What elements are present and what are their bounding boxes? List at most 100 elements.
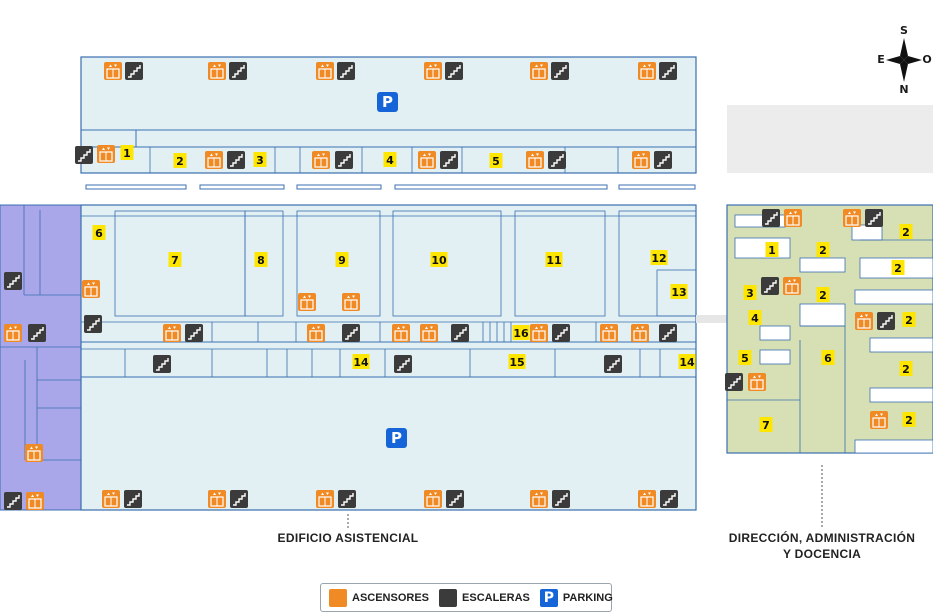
zone-badge-a4[interactable]: 4: [748, 310, 762, 325]
zone-badge-z11[interactable]: 11: [545, 252, 563, 267]
elevator-icon[interactable]: [341, 292, 361, 312]
elevator-icon[interactable]: [599, 323, 619, 343]
elevator-icon[interactable]: [631, 150, 651, 170]
elevator-icon[interactable]: [782, 276, 802, 296]
elevator-icon[interactable]: [423, 61, 443, 81]
stairs-icon[interactable]: [450, 323, 470, 343]
stairs-icon[interactable]: [83, 314, 103, 334]
elevator-icon[interactable]: [423, 489, 443, 509]
stairs-icon[interactable]: [547, 150, 567, 170]
elevator-icon[interactable]: [81, 279, 101, 299]
zone-badge-z2[interactable]: 2: [173, 153, 187, 168]
elevator-icon[interactable]: [637, 489, 657, 509]
stairs-icon[interactable]: [550, 61, 570, 81]
elevator-icon[interactable]: [103, 61, 123, 81]
elevator-icon[interactable]: [630, 323, 650, 343]
elevator-icon[interactable]: [529, 323, 549, 343]
stairs-icon[interactable]: [228, 61, 248, 81]
elevator-icon[interactable]: [419, 323, 439, 343]
elevator-icon[interactable]: [869, 410, 889, 430]
elevator-icon[interactable]: [525, 150, 545, 170]
zone-badge-a2a[interactable]: 2: [816, 242, 830, 257]
parking-sign-top[interactable]: P: [377, 92, 398, 112]
elevator-icon[interactable]: [306, 323, 326, 343]
elevator-icon[interactable]: [24, 443, 44, 463]
elevator-icon[interactable]: [96, 144, 116, 164]
zone-badge-z9[interactable]: 9: [335, 252, 349, 267]
stairs-icon[interactable]: [3, 271, 23, 291]
zone-badge-z14b[interactable]: 14: [678, 354, 696, 369]
stairs-icon[interactable]: [393, 354, 413, 374]
elevator-icon[interactable]: [207, 61, 227, 81]
stairs-icon[interactable]: [444, 61, 464, 81]
zone-badge-z12[interactable]: 12: [650, 250, 668, 265]
zone-badge-z15[interactable]: 15: [508, 354, 526, 369]
elevator-icon[interactable]: [162, 323, 182, 343]
zone-badge-z5[interactable]: 5: [489, 153, 503, 168]
stairs-icon[interactable]: [226, 150, 246, 170]
zone-badge-a2g[interactable]: 2: [902, 412, 916, 427]
stairs-icon[interactable]: [724, 372, 744, 392]
stairs-icon[interactable]: [761, 208, 781, 228]
elevator-icon[interactable]: [207, 489, 227, 509]
stairs-icon[interactable]: [551, 323, 571, 343]
stairs-icon[interactable]: [603, 354, 623, 374]
zone-badge-a7[interactable]: 7: [759, 417, 773, 432]
zone-badge-z13[interactable]: 13: [670, 284, 688, 299]
stairs-icon[interactable]: [659, 489, 679, 509]
stairs-icon[interactable]: [334, 150, 354, 170]
elevator-icon[interactable]: [529, 61, 549, 81]
elevator-icon[interactable]: [391, 323, 411, 343]
zone-badge-z14a[interactable]: 14: [352, 354, 370, 369]
zone-badge-z1[interactable]: 1: [120, 145, 134, 160]
zone-badge-z6[interactable]: 6: [92, 225, 106, 240]
zone-badge-a1[interactable]: 1: [765, 242, 779, 257]
zone-badge-z3[interactable]: 3: [253, 152, 267, 167]
zone-badge-z7[interactable]: 7: [168, 252, 182, 267]
zone-badge-z8[interactable]: 8: [254, 252, 268, 267]
stairs-icon[interactable]: [124, 61, 144, 81]
zone-badge-a2c[interactable]: 2: [891, 260, 905, 275]
stairs-icon[interactable]: [876, 311, 896, 331]
parking-sign-main[interactable]: P: [386, 428, 407, 448]
zone-badge-z4[interactable]: 4: [383, 152, 397, 167]
elevator-icon[interactable]: [783, 208, 803, 228]
elevator-icon[interactable]: [297, 292, 317, 312]
stairs-icon[interactable]: [123, 489, 143, 509]
elevator-icon[interactable]: [315, 489, 335, 509]
zone-badge-a2b[interactable]: 2: [899, 224, 913, 239]
zone-badge-a2d[interactable]: 2: [816, 287, 830, 302]
elevator-icon[interactable]: [315, 61, 335, 81]
stairs-icon[interactable]: [658, 61, 678, 81]
elevator-icon[interactable]: [854, 311, 874, 331]
stairs-icon[interactable]: [658, 323, 678, 343]
stairs-icon[interactable]: [184, 323, 204, 343]
stairs-icon[interactable]: [229, 489, 249, 509]
zone-badge-z10[interactable]: 10: [430, 252, 448, 267]
elevator-icon[interactable]: [25, 491, 45, 511]
zone-badge-a2f[interactable]: 2: [899, 361, 913, 376]
elevator-icon[interactable]: [311, 150, 331, 170]
stairs-icon[interactable]: [551, 489, 571, 509]
elevator-icon[interactable]: [417, 150, 437, 170]
elevator-icon[interactable]: [842, 208, 862, 228]
elevator-icon[interactable]: [637, 61, 657, 81]
stairs-icon[interactable]: [864, 208, 884, 228]
zone-badge-a5[interactable]: 5: [738, 350, 752, 365]
elevator-icon[interactable]: [747, 372, 767, 392]
stairs-icon[interactable]: [74, 145, 94, 165]
zone-badge-a6[interactable]: 6: [821, 350, 835, 365]
stairs-icon[interactable]: [653, 150, 673, 170]
stairs-icon[interactable]: [3, 491, 23, 511]
stairs-icon[interactable]: [336, 61, 356, 81]
zone-badge-a3[interactable]: 3: [743, 285, 757, 300]
elevator-icon[interactable]: [3, 323, 23, 343]
stairs-icon[interactable]: [341, 323, 361, 343]
elevator-icon[interactable]: [529, 489, 549, 509]
stairs-icon[interactable]: [445, 489, 465, 509]
zone-badge-z16[interactable]: 16: [512, 325, 530, 340]
zone-badge-a2e[interactable]: 2: [902, 312, 916, 327]
elevator-icon[interactable]: [101, 489, 121, 509]
stairs-icon[interactable]: [337, 489, 357, 509]
stairs-icon[interactable]: [152, 354, 172, 374]
